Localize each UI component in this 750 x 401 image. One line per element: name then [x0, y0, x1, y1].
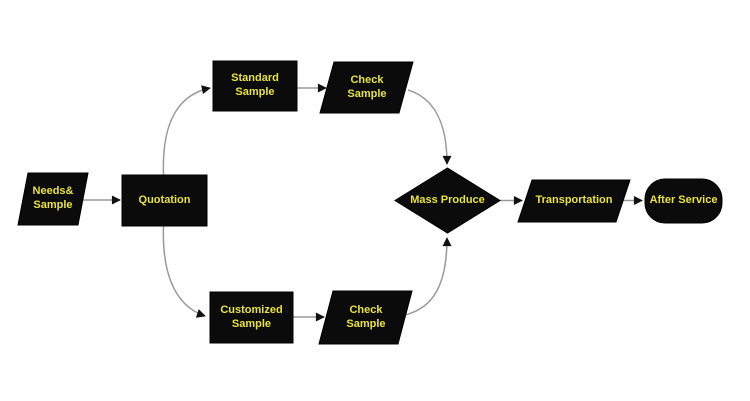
node-after-service [644, 178, 723, 224]
node-mass-produce [394, 167, 501, 234]
node-standard-sample [212, 60, 298, 112]
edge-check-sample-top-to-mass-produce [407, 89, 452, 165]
node-needs-sample [17, 172, 89, 226]
node-quotation [121, 174, 208, 227]
edge-check-sample-bottom-to-mass-produce [404, 237, 452, 316]
node-check-sample-top [319, 61, 414, 114]
edge-quotation-to-standard-sample [162, 85, 211, 176]
edge-quotation-to-customized-sample [162, 225, 206, 318]
node-transportation [517, 179, 631, 223]
node-check-sample-bottom [318, 290, 413, 345]
node-customized-sample [209, 291, 294, 344]
